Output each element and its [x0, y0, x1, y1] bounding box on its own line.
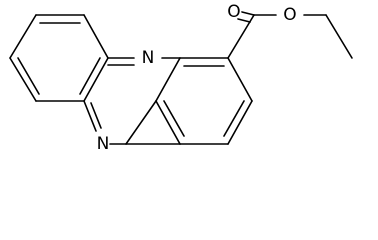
- double-bond-inner: [223, 100, 245, 137]
- carbonyl-bond: [237, 18, 251, 23]
- bond: [125, 100, 157, 145]
- double-bond-inner: [90, 102, 102, 129]
- bond: [83, 57, 109, 102]
- bond: [155, 100, 181, 145]
- carbonyl-bond: [241, 11, 255, 16]
- bond: [155, 57, 181, 102]
- right-benzene-ring: [125, 57, 253, 145]
- nitrogen-label-top: N: [142, 48, 155, 68]
- ethyl-phenazine-carboxylate-structure: N N O O: [9, 2, 353, 154]
- double-bond-inner: [163, 100, 185, 137]
- bond: [9, 57, 37, 102]
- structure-canvas: N N O O: [9, 2, 353, 154]
- double-bond-inner: [17, 57, 40, 95]
- double-bond-inner: [79, 57, 101, 95]
- bond: [325, 14, 353, 59]
- bond: [227, 57, 253, 102]
- bond: [83, 100, 97, 132]
- left-benzene-ring: [9, 14, 109, 102]
- bond: [9, 14, 37, 59]
- nitrogen-label-bottom: N: [97, 134, 110, 154]
- bond: [83, 14, 109, 59]
- bond: [227, 100, 253, 145]
- ethyl-ester-group: [227, 11, 353, 59]
- oxygen-label-ester: O: [283, 5, 296, 25]
- oxygen-label-carbonyl: O: [227, 2, 240, 22]
- pyrazine-ring: [83, 57, 181, 145]
